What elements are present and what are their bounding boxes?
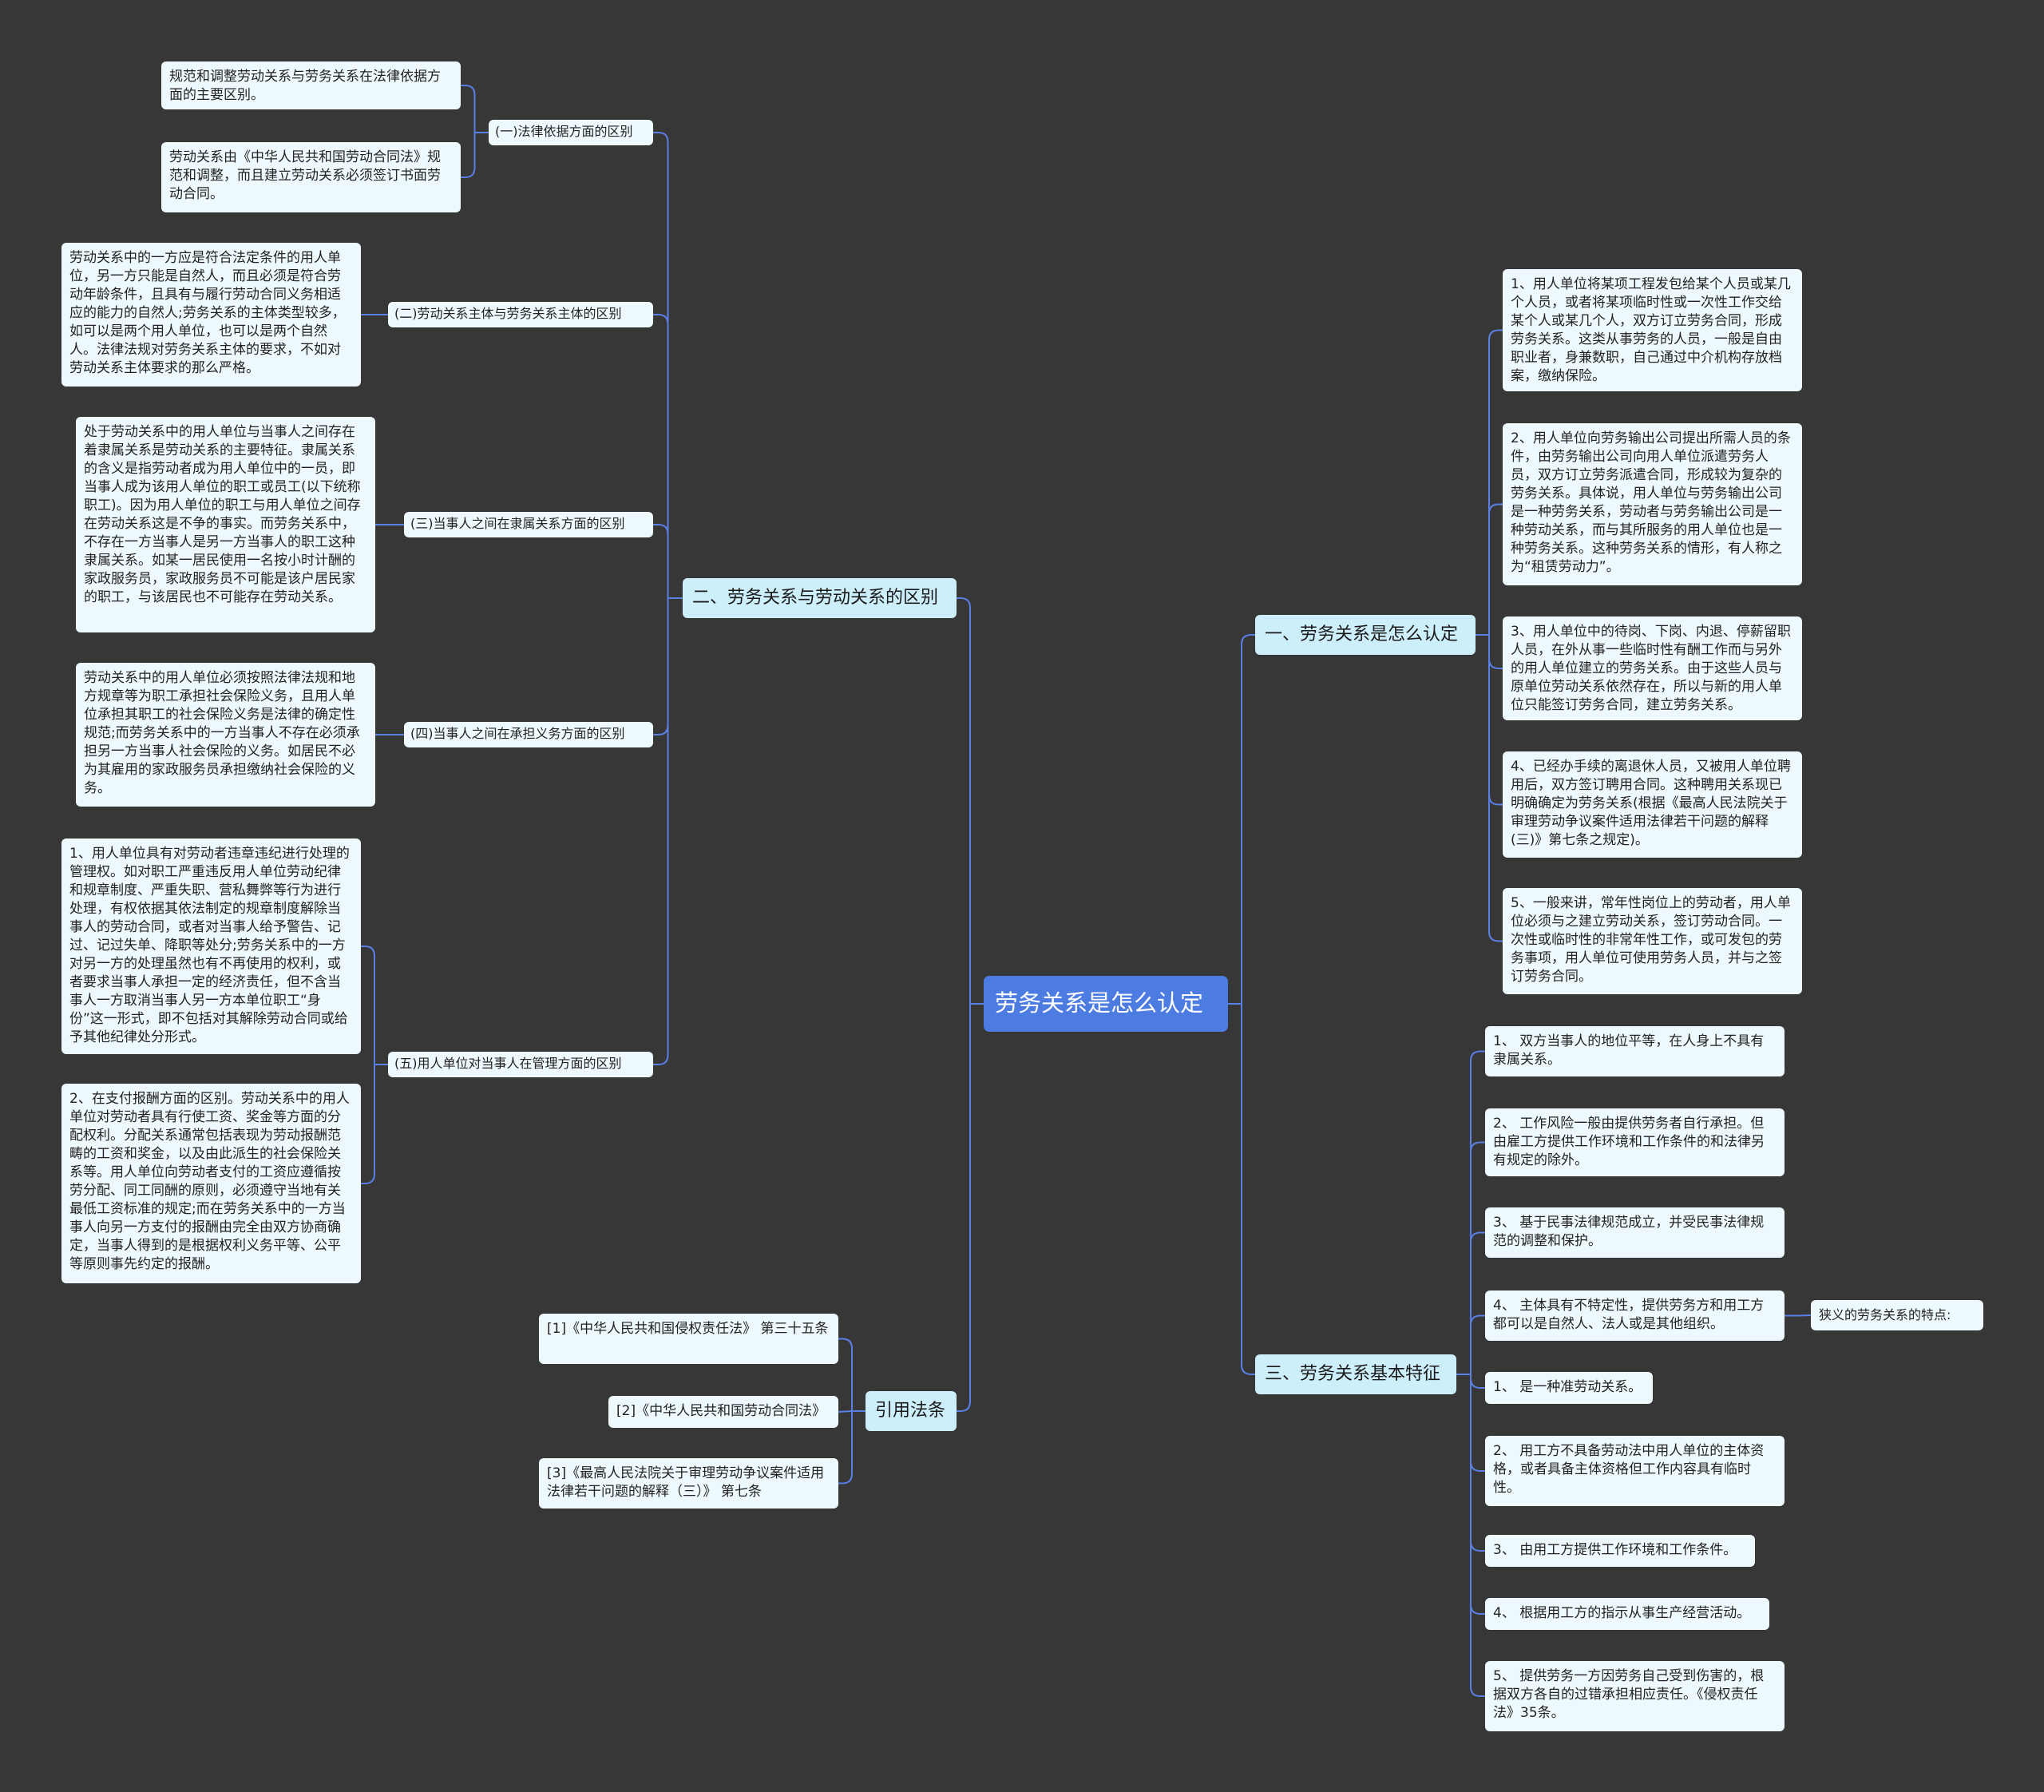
leaf-feature-5: 1、 是一种准劳动关系。 (1485, 1372, 1653, 1404)
connector (1797, 1314, 1812, 1317)
subtopic-management[interactable]: (五)用人单位对当事人在管理方面的区别 (388, 1052, 653, 1077)
connector (1470, 1374, 1485, 1472)
leaf-narrow-label: 狭义的劳务关系的特点: (1811, 1300, 1983, 1330)
subtopic-legal-basis[interactable]: (一)法律依据方面的区别 (489, 120, 653, 145)
leaf-feature-2: 2、 工作风险一般由提供劳务者自行承担。但由雇工方提供工作环境和工作条件的和法律… (1485, 1108, 1785, 1176)
connector (1470, 1374, 1485, 1552)
leaf-law-2[interactable]: [2]《中华人民共和国劳动合同法》 (608, 1396, 838, 1428)
connector (1470, 1141, 1485, 1374)
connector (653, 314, 669, 598)
connector (361, 1064, 375, 1184)
connector (361, 946, 375, 1064)
subtopic-subordination[interactable]: (三)当事人之间在隶属关系方面的区别 (404, 512, 653, 537)
leaf-feature-9: 5、 提供劳务一方因劳务自己受到伤害的，根据双方各自的过错承担相应责任。《侵权责… (1485, 1661, 1785, 1731)
connector (461, 133, 476, 178)
connector (1488, 635, 1503, 806)
branch-difference[interactable]: 二、劳务关系与劳动关系的区别 (683, 578, 957, 618)
leaf-determine-4: 4、已经办手续的离退休人员，又被用人单位聘用后，双方签订聘用合同。这种聘用关系现… (1503, 751, 1802, 858)
connector (461, 85, 476, 133)
branch-basic-features[interactable]: 三、劳务关系基本特征 (1255, 1354, 1456, 1394)
root-topic[interactable]: 劳务关系是怎么认定 (984, 976, 1228, 1032)
leaf-management-2: 2、在支付报酬方面的区别。劳动关系中的用人单位对劳动者具有行使工资、奖金等方面的… (61, 1084, 361, 1283)
connector (1241, 634, 1255, 1004)
leaf-feature-4: 4、 主体具有不特定性，提供劳务方和用工方都可以是自然人、法人或是其他组织。 (1485, 1290, 1785, 1341)
connector (838, 1410, 853, 1413)
leaf-management-1: 1、用人单位具有对劳动者违章违纪进行处理的管理权。如对职工严重违反用人单位劳动纪… (61, 839, 361, 1054)
connector (1241, 1004, 1255, 1375)
leaf-law-3[interactable]: [3]《最高人民法院关于审理劳动争议案件适用法律若干问题的解释（三）》 第七条 (539, 1458, 838, 1509)
subtopic-obligations[interactable]: (四)当事人之间在承担义务方面的区别 (404, 722, 653, 747)
leaf-feature-7: 3、 由用工方提供工作环境和工作条件。 (1485, 1535, 1755, 1567)
leaf-determine-2: 2、用人单位向劳务输出公司提出所需人员的条件，由劳务输出公司向用人单位派遣劳务人… (1503, 423, 1802, 585)
connector (957, 1004, 971, 1412)
leaf-determine-5: 5、一般来讲，常年性岗位上的劳动者，用人单位必须与之建立劳动关系，签订劳动合同。… (1503, 888, 1802, 994)
leaf-obligations-1: 劳动关系中的用人单位必须按照法律法规和地方规章等为职工承担社会保险义务，且用人单… (76, 663, 375, 807)
connector (653, 598, 669, 1065)
leaf-law-1[interactable]: [1]《中华人民共和国侵权责任法》 第三十五条 (539, 1314, 838, 1364)
connector (1470, 1314, 1485, 1374)
branch-how-to-determine[interactable]: 一、劳务关系是怎么认定 (1255, 615, 1476, 655)
leaf-feature-6: 2、 用工方不具备劳动法中用人单位的主体资格，或者具备主体资格但工作内容具有临时… (1485, 1436, 1785, 1506)
leaf-subject-1: 劳动关系中的一方应是符合法定条件的用人单位，另一方只能是自然人，而且必须是符合劳… (61, 243, 361, 387)
connector (1488, 635, 1503, 942)
connector (1488, 329, 1503, 635)
leaf-legal-basis-1: 规范和调整劳动关系与劳务关系在法律依据方面的主要区别。 (161, 61, 461, 109)
connector (653, 598, 669, 735)
connector (1470, 1231, 1485, 1374)
connector (653, 132, 669, 598)
connector (838, 1338, 853, 1411)
connector (1488, 635, 1503, 669)
subtopic-subject[interactable]: (二)劳动关系主体与劳务关系主体的区别 (388, 302, 653, 327)
connector (1470, 1050, 1485, 1374)
connector (1488, 503, 1503, 635)
connector (1470, 1374, 1485, 1697)
connector (1470, 1374, 1485, 1615)
connector (838, 1411, 853, 1485)
connector (957, 597, 971, 1004)
leaf-feature-8: 4、 根据用工方的指示从事生产经营活动。 (1485, 1598, 1769, 1630)
leaf-legal-basis-2: 劳动关系由《中华人民共和国劳动合同法》规范和调整，而且建立劳动关系必须签订书面劳… (161, 142, 461, 212)
connector (653, 524, 669, 598)
leaf-determine-3: 3、用人单位中的待岗、下岗、内退、停薪留职人员，在外从事一些临时性有酬工作而与另… (1503, 616, 1802, 720)
leaf-feature-1: 1、 双方当事人的地位平等，在人身上不具有隶属关系。 (1485, 1026, 1785, 1076)
leaf-feature-3: 3、 基于民事法律规范成立，并受民事法律规范的调整和保护。 (1485, 1207, 1785, 1258)
leaf-determine-1: 1、用人单位将某项工程发包给某个人员或某几个人员，或者将某项临时性或一次性工作交… (1503, 269, 1802, 391)
connector (1470, 1374, 1485, 1389)
leaf-subordination-1: 处于劳动关系中的用人单位与当事人之间存在着隶属关系是劳动关系的主要特征。隶属关系… (76, 417, 375, 632)
branch-cited-laws[interactable]: 引用法条 (866, 1391, 957, 1431)
